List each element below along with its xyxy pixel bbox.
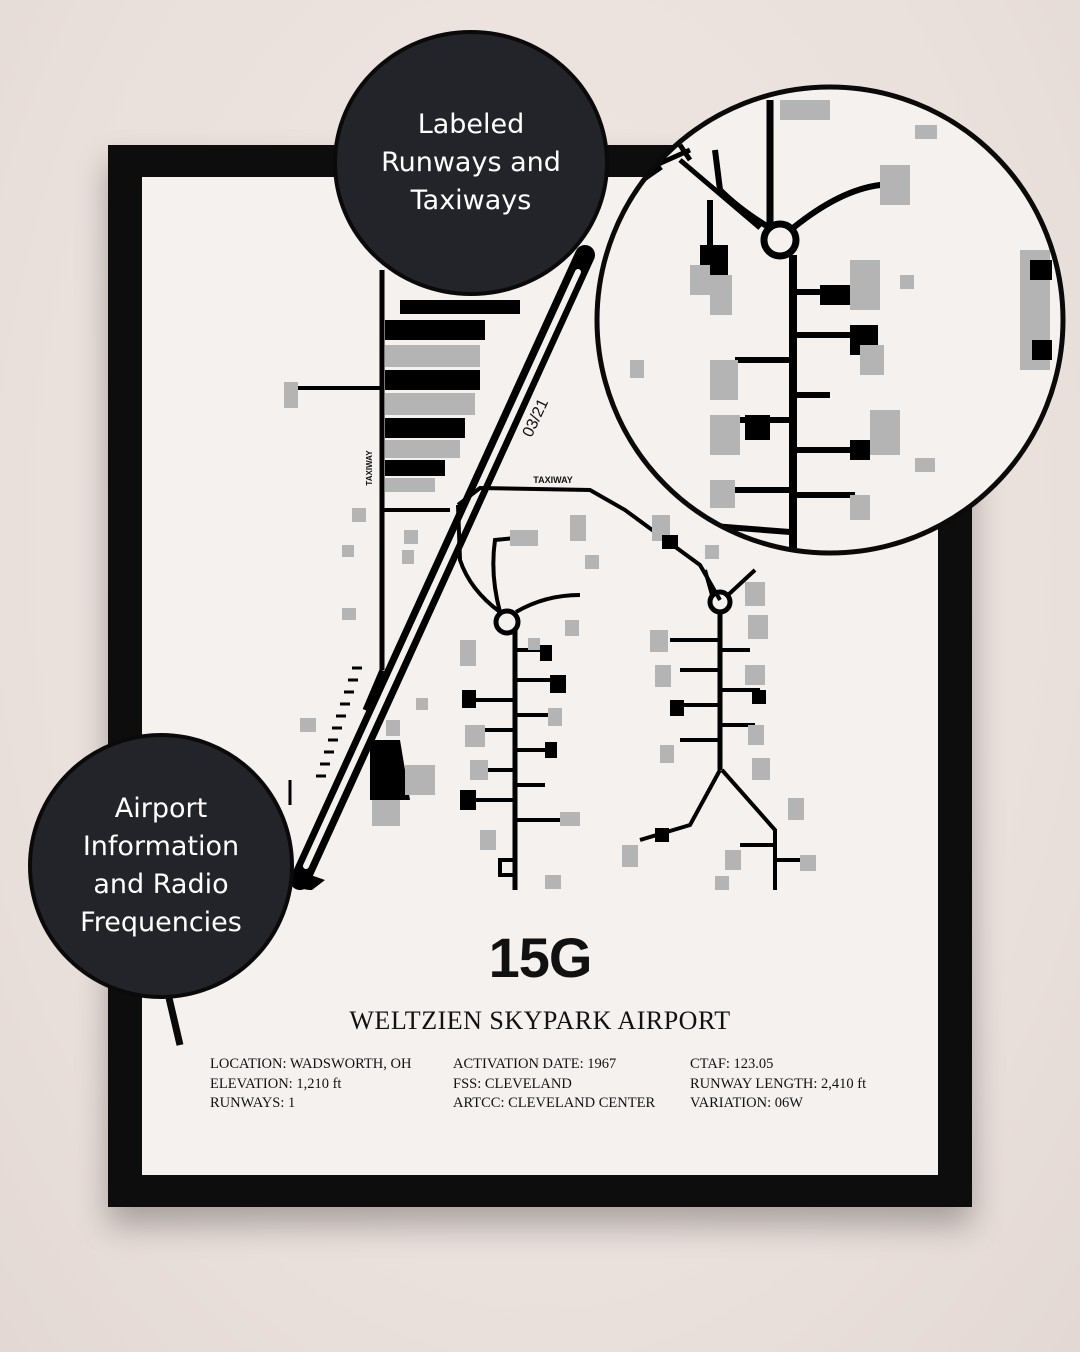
central-road-network bbox=[456, 504, 581, 890]
taxiway-vertical bbox=[362, 270, 450, 711]
info-column-1: LOCATION: WADSWORTH, OH ELEVATION: 1,210… bbox=[210, 1055, 411, 1114]
central-buildings bbox=[460, 515, 599, 889]
info-activation-date: ACTIVATION DATE: 1967 bbox=[453, 1056, 617, 1072]
taxiway-label-vertical: TAXIWAY bbox=[365, 450, 374, 486]
runway bbox=[290, 245, 595, 890]
info-fss: FSS: CLEVELAND bbox=[453, 1075, 572, 1092]
info-elevation: ELEVATION: 1,210 ft bbox=[210, 1075, 342, 1092]
callout-top-bubble: Labeled Runways and Taxiways bbox=[333, 30, 609, 296]
building bbox=[284, 382, 298, 408]
map-drawing: 03/21 TAXIWAY TAXIWAY bbox=[284, 245, 816, 890]
info-variation: VARIATION: 06W bbox=[690, 1095, 803, 1111]
east-buildings bbox=[622, 515, 816, 890]
taxiway-horizontal bbox=[456, 485, 722, 601]
hangar-block bbox=[385, 300, 520, 492]
east-road-network bbox=[639, 568, 810, 890]
callout-left-text: Airport Information and Radio Frequencie… bbox=[80, 793, 242, 938]
info-ctaf: CTAF: 123.05 bbox=[690, 1056, 774, 1072]
west-buildings bbox=[300, 508, 428, 732]
info-runways: RUNWAYS: 1 bbox=[210, 1095, 296, 1111]
airport-code: 15G bbox=[488, 926, 593, 989]
taxiway-label-horizontal: TAXIWAY bbox=[533, 475, 573, 485]
info-runway-length: RUNWAY LENGTH: 2,410 ft bbox=[690, 1075, 867, 1092]
info-column-2: ACTIVATION DATE: 1967 FSS: CLEVELAND ART… bbox=[453, 1055, 655, 1114]
info-artcc: ARTCC: CLEVELAND CENTER bbox=[453, 1095, 656, 1111]
callout-left-bubble: Airport Information and Radio Frequencie… bbox=[28, 733, 294, 999]
info-column-3: CTAF: 123.05 RUNWAY LENGTH: 2,410 ft VAR… bbox=[690, 1055, 866, 1114]
south-apron bbox=[370, 720, 435, 826]
info-location: LOCATION: WADSWORTH, OH bbox=[210, 1056, 412, 1072]
callout-top-text: Labeled Runways and Taxiways bbox=[381, 109, 561, 216]
parking-stubs bbox=[288, 666, 362, 805]
airport-name: WELTZIEN SKYPARK AIRPORT bbox=[349, 1006, 731, 1035]
zoom-magnifier bbox=[594, 84, 1066, 556]
